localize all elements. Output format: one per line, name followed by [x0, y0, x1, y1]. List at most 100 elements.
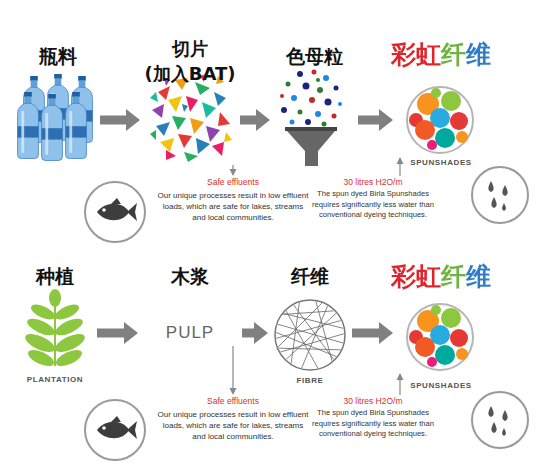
stage-node: 木浆 PULP [140, 262, 240, 345]
masterbatch-icon-part [323, 75, 329, 81]
callout-arrow-head [230, 388, 237, 395]
flow-arrow [397, 373, 404, 395]
node-text: The spun dyed Birla Spunshades requires … [312, 189, 434, 221]
water-drop-icon [472, 167, 528, 448]
masterbatch-icon-part [298, 110, 303, 115]
flakes-icon-part [168, 96, 182, 112]
flakes-icon-part [196, 138, 210, 154]
plantation-icon-part [54, 347, 84, 370]
masterbatch-icon-part [316, 78, 320, 82]
spunshades-icon [407, 87, 473, 370]
flow-arrow [230, 165, 237, 176]
flow-arrow [240, 109, 270, 131]
masterbatch-icon-part [305, 119, 311, 125]
node-text: 瓶料 [39, 44, 77, 68]
flow-arrow [358, 109, 393, 131]
spunshades-icon-part [409, 88, 468, 150]
callout-arrow-line [232, 346, 233, 389]
masterbatch-icon-part [280, 94, 284, 98]
node-text: The spun dyed Birla Spunshades requires … [312, 408, 434, 440]
masterbatch-icon-part [285, 127, 337, 131]
flakes-icon-part [172, 116, 186, 130]
flakes-icon-part [166, 150, 176, 160]
masterbatch-icon-part [309, 97, 315, 103]
node-text: SPUNSHADES [410, 381, 472, 390]
flakes-icon-part [224, 132, 232, 142]
flow-arrow-shape [242, 322, 268, 344]
stage-node: Safe effluentsOur unique processes resul… [155, 177, 311, 245]
flakes-icon-part [152, 104, 164, 118]
flakes-icon-part [150, 130, 156, 140]
callout-arrow-head [397, 157, 404, 164]
bottles-icon-part [66, 92, 87, 159]
masterbatch-icon-part [312, 70, 317, 75]
node-text: FIBRE [297, 376, 324, 385]
fibre-icon-part-part [315, 298, 335, 372]
node-text: PULP [166, 323, 214, 343]
flakes-icon-part [150, 92, 158, 102]
flow-arrow-shape [100, 109, 140, 131]
flow-arrow [230, 346, 237, 395]
water-drop-icon-part [472, 167, 528, 223]
stage-node: 30 litres H2O/mThe spun dyed Birla Spuns… [312, 177, 434, 237]
node-text: SPUNSHADES [410, 158, 472, 167]
node-text: 木浆 [171, 264, 209, 288]
node-text: 彩虹纤维 [391, 40, 491, 70]
plantation-icon-part [49, 289, 61, 307]
stage-node: 瓶料 [18, 40, 98, 165]
node-text: 彩虹纤维 [391, 262, 491, 292]
masterbatch-icon-part [297, 71, 303, 77]
flakes-icon-part [206, 126, 220, 142]
flakes-icon-part [160, 138, 174, 152]
fibre-icon-part-part [270, 318, 350, 340]
flow-arrow [97, 322, 138, 344]
callout-arrow-head [397, 373, 404, 380]
masterbatch-icon [280, 70, 342, 167]
node-text: 色母粒 [286, 44, 343, 68]
flakes-icon-part [218, 112, 230, 126]
stage-node: 彩虹纤维SPUNSHADES [395, 262, 487, 372]
masterbatch-icon-part [334, 86, 339, 91]
stage-node: 切片 (加入BAT) [142, 36, 238, 164]
fibre-icon-part-part [272, 348, 348, 350]
callout-arrow-line [399, 163, 400, 176]
masterbatch-icon-part [315, 111, 321, 117]
spunshades-icon-part [409, 305, 468, 367]
fibre-icon-part [275, 300, 345, 370]
plantation-icon-part [26, 347, 56, 370]
fibre-icon-part-part [275, 310, 345, 315]
callout-arrow-line [232, 165, 233, 170]
flakes-icon-part [190, 118, 204, 134]
flakes-icon-part [202, 102, 216, 118]
masterbatch-icon-part [286, 82, 291, 87]
masterbatch-icon-part [322, 122, 327, 127]
flow-arrow [100, 109, 140, 131]
masterbatch-icon-part [290, 120, 295, 125]
fibre-icon-part [270, 298, 350, 372]
bottles-icon-part [18, 92, 39, 159]
flakes-icon-part [178, 134, 192, 148]
fish-icon-part [85, 182, 145, 242]
water-drop-icon-part [472, 392, 528, 448]
flakes-icon-part [158, 86, 170, 100]
masterbatch-icon-part [281, 107, 287, 113]
flakes-icon-part [214, 92, 226, 106]
flakes-icon-part [156, 122, 170, 136]
bottles-icon [18, 74, 93, 161]
flow-arrow-shape [240, 109, 270, 131]
plantation-icon [23, 289, 87, 369]
node-text: Safe effluents [155, 177, 311, 188]
bottles-icon-part [42, 94, 63, 161]
fibre-icon-part-part [270, 330, 350, 362]
node-text: 切片 (加入BAT) [142, 36, 238, 86]
flow-arrow [242, 322, 268, 344]
stage-node: 彩虹纤维SPUNSHADES [395, 40, 487, 156]
masterbatch-icon-part [303, 83, 310, 90]
flakes-icon [150, 74, 232, 162]
fibre-icon-part-part [275, 300, 325, 350]
node-text: Our unique processes result in low efflu… [155, 190, 311, 223]
stage-node: 色母粒 [272, 40, 356, 165]
